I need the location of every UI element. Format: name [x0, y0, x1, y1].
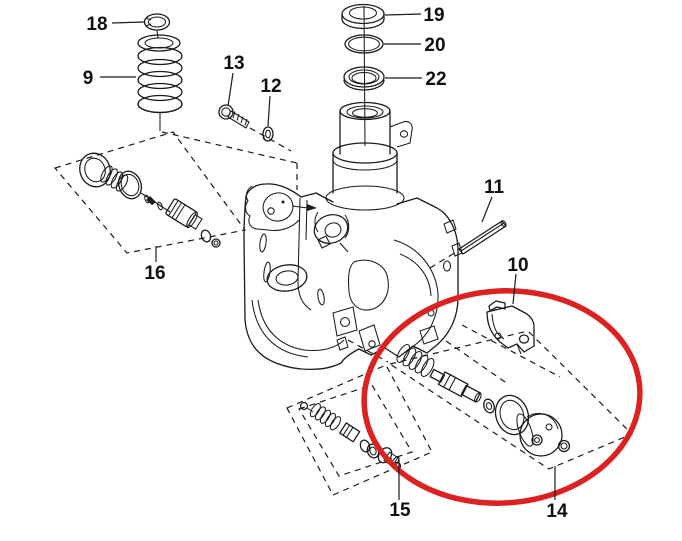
o-ring-20 — [344, 34, 384, 54]
housing-neck-cylinder — [332, 5, 413, 194]
label-part-9: 9 — [83, 68, 94, 89]
label-part-10: 10 — [507, 255, 528, 276]
spring-retainer-18 — [143, 13, 171, 39]
label-part-15: 15 — [389, 500, 411, 521]
cap-ring-19 — [341, 3, 385, 30]
dashed-box-15-inner — [298, 384, 413, 477]
label-part-19: 19 — [423, 5, 444, 26]
anchor-bracket-10 — [486, 300, 535, 355]
pivot-arrow — [291, 205, 309, 209]
dashed-box-15-outer — [286, 364, 433, 496]
neck-mount-tab — [389, 120, 413, 148]
part-labels: 18 9 13 12 19 20 22 11 10 16 15 14 — [83, 5, 568, 522]
coil-spring-9 — [137, 34, 183, 131]
label-part-14: 14 — [546, 501, 568, 522]
screw-13 — [218, 104, 250, 129]
clip-12 — [262, 126, 274, 142]
red-highlight-ellipse — [361, 288, 643, 506]
dowel-pin-11 — [458, 220, 507, 255]
alignment-dashed-lines — [161, 127, 561, 385]
seal-ring-22 — [343, 66, 385, 91]
valve-assembly-14 — [396, 344, 571, 457]
label-part-12: 12 — [260, 76, 281, 97]
dashed-box-16 — [53, 131, 247, 254]
leader-lines — [100, 13, 556, 500]
label-part-16: 16 — [144, 263, 165, 284]
label-part-20: 20 — [424, 35, 445, 56]
label-part-13: 13 — [223, 53, 244, 74]
label-part-22: 22 — [425, 69, 446, 90]
valve-assembly-16 — [79, 152, 221, 248]
center-axis-line — [363, 5, 366, 147]
label-part-18: 18 — [86, 14, 107, 35]
pump-housing — [243, 183, 463, 370]
label-part-11: 11 — [484, 177, 505, 198]
